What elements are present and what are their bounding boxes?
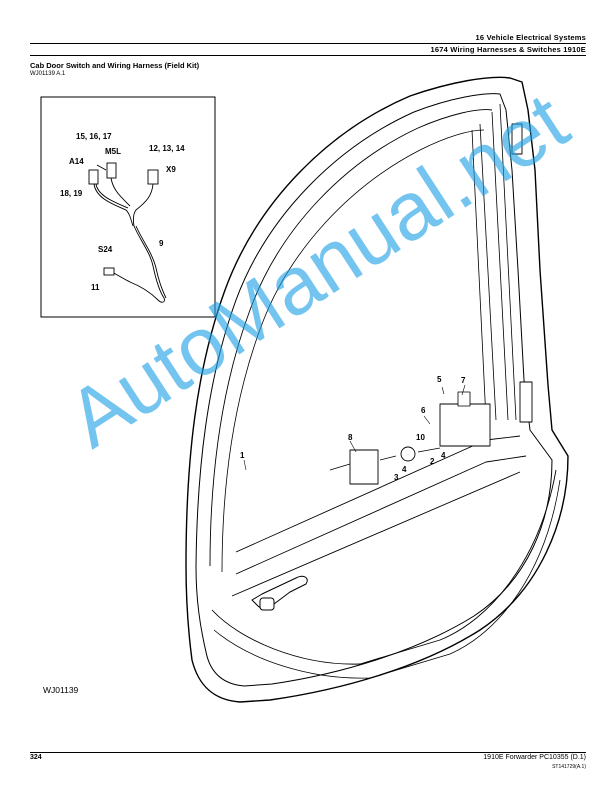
inset-frame — [40, 96, 216, 318]
section-heading: 16 Vehicle Electrical Systems — [475, 33, 586, 42]
figure-reference: WJ01139 A.1 — [30, 71, 66, 77]
header-rule-2 — [30, 55, 586, 56]
page-title: Cab Door Switch and Wiring Harness (Fiel… — [30, 61, 200, 70]
document-code: ST141729(A.1) — [552, 764, 586, 770]
door-frame — [185, 76, 569, 703]
header-rule — [30, 43, 586, 44]
harness-inset-drawing — [88, 162, 167, 303]
watermark: AutoManual.net — [52, 76, 583, 465]
page-number: 324 — [30, 754, 42, 761]
subsection-heading: 1674 Wiring Harnesses & Switches 1910E — [430, 45, 586, 54]
footer-rule — [30, 752, 586, 753]
leader-lines — [243, 384, 466, 471]
figure-id: WJ01139 — [43, 685, 79, 695]
document-id: 1910E Forwarder PC10355 (D.1) — [483, 754, 586, 761]
